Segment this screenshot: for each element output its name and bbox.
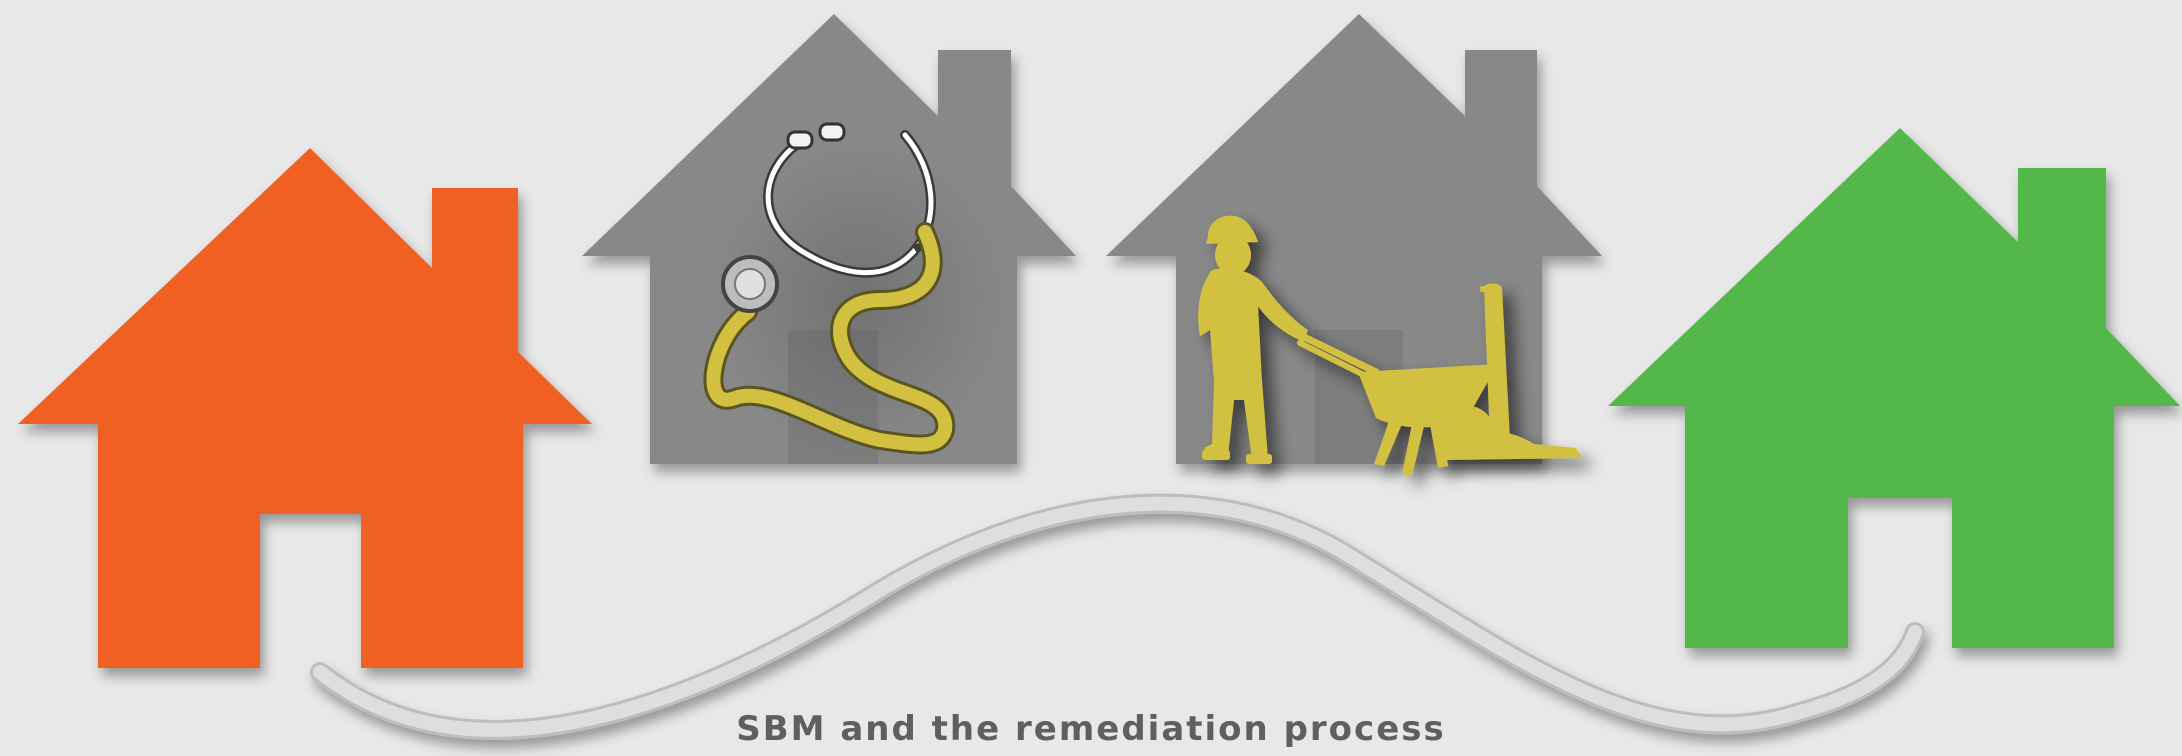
process-path-curve: [310, 493, 1925, 740]
house-problem-icon: [18, 148, 592, 668]
stethoscope-icon: [703, 122, 1010, 460]
diagram-caption: SBM and the remediation process: [736, 709, 1446, 749]
house-remediation-icon: [1106, 14, 1602, 464]
house-healthy-icon: [1608, 128, 2180, 648]
worker-with-wheelbarrow-icon: [1198, 215, 1582, 476]
